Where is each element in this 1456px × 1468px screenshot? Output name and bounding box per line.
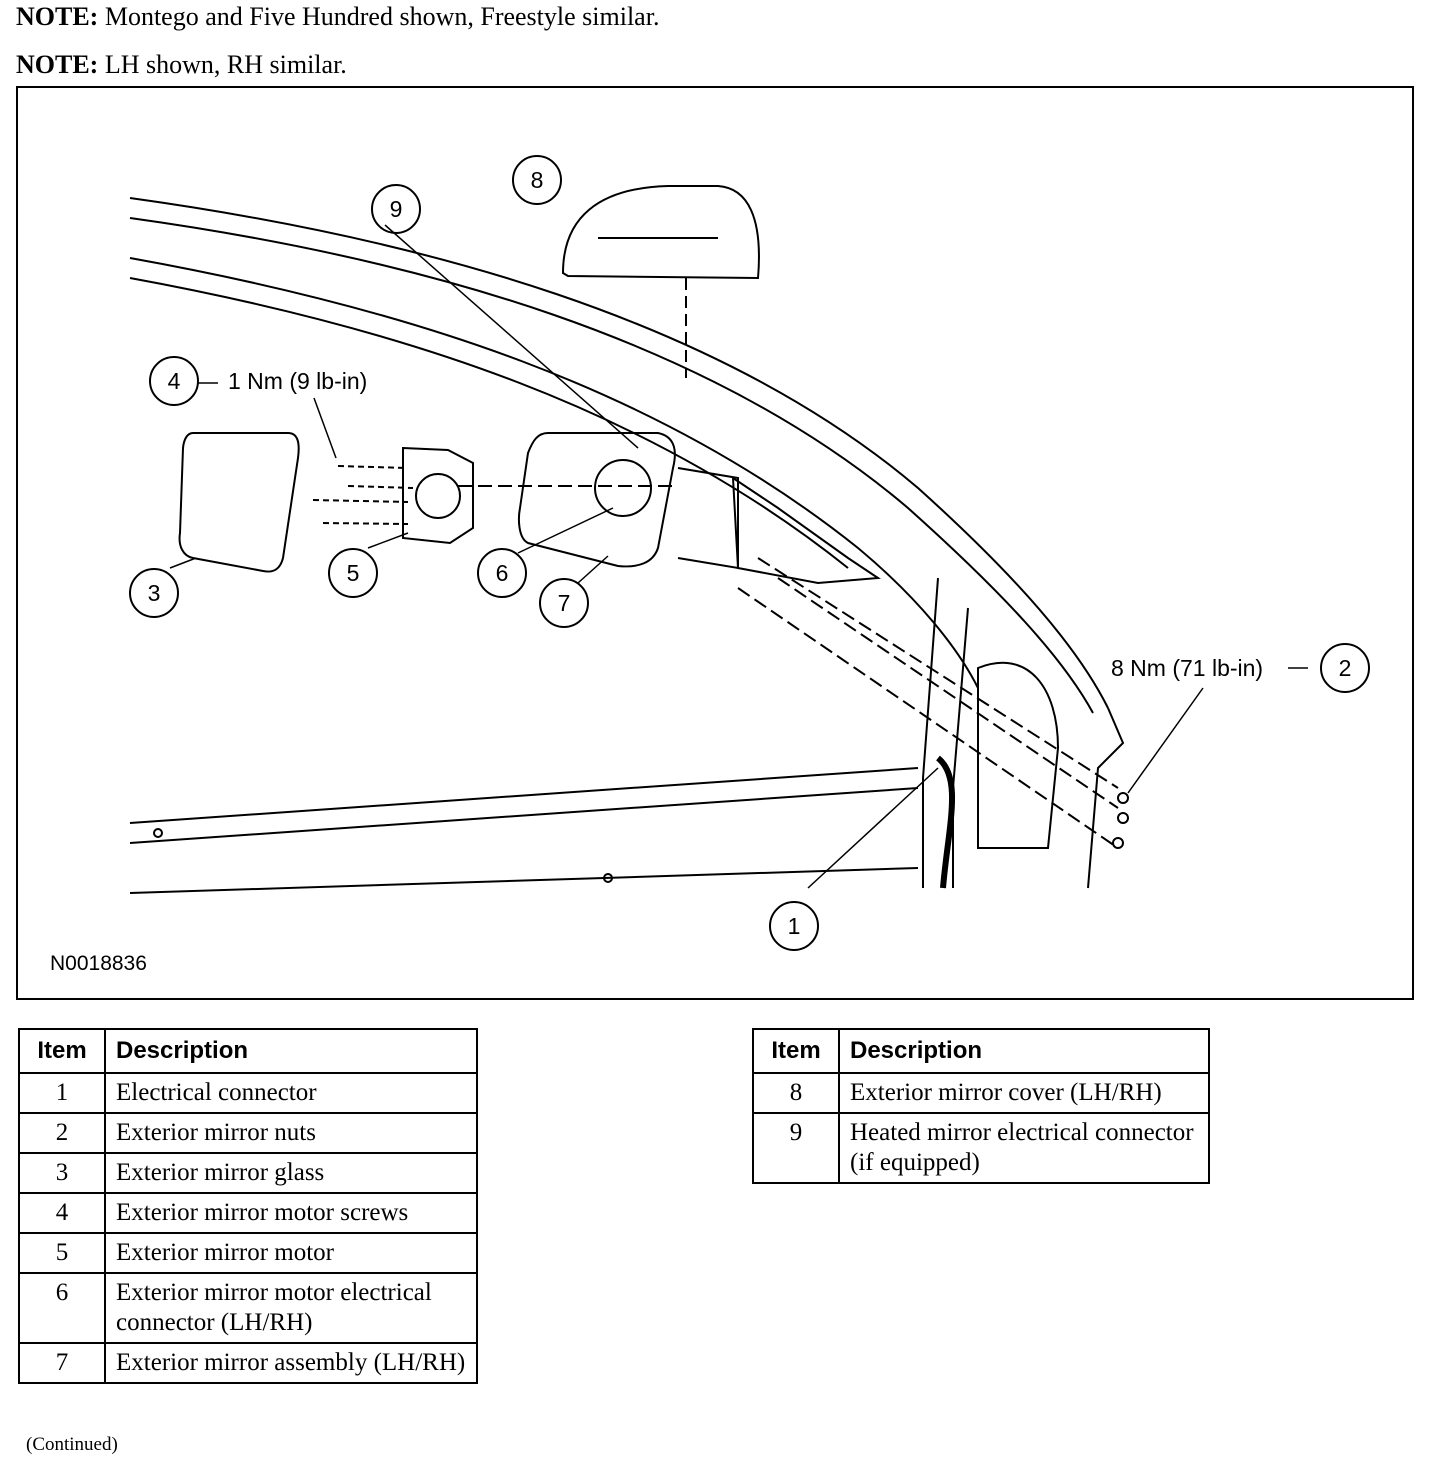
callout-9: 9 (371, 184, 421, 234)
mirror-arm (677, 467, 739, 570)
housing-connector-area (594, 459, 652, 517)
alignment-line-mount-3 (737, 587, 1119, 849)
mirror-cover (561, 185, 760, 280)
callout-8: 8 (512, 155, 562, 205)
door-hole-2 (153, 828, 163, 838)
torque-label-2: 8 Nm (71 lb-in) (1111, 655, 1263, 681)
svg-text:9: 9 (390, 196, 403, 222)
door-belt-line-2 (129, 787, 919, 844)
exploded-diagram: 1 2 3 4 5 6 7 8 9 1 Nm (9 lb-in) 8 Nm (7… (16, 86, 1414, 1000)
continued-note: (Continued) (26, 1434, 118, 1455)
callout-2: 2 (1320, 643, 1370, 693)
leader-1 (807, 767, 939, 889)
door-sail-area (977, 661, 1060, 849)
electrical-harness (935, 755, 955, 889)
svg-text:8: 8 (531, 167, 544, 193)
mirror-sail-bracket (731, 476, 881, 585)
leader-9 (384, 224, 639, 449)
header-description: Description (838, 1028, 1210, 1074)
door-bottom-line (129, 867, 919, 894)
nut-1 (1117, 792, 1129, 804)
nut-2 (1117, 812, 1129, 824)
nut-3 (1112, 837, 1124, 849)
mirror-motor (402, 446, 474, 545)
leader-3 (169, 557, 197, 569)
alignment-line-mount-1 (757, 557, 1119, 789)
torque-label-4: 1 Nm (9 lb-in) (228, 368, 367, 394)
svg-text:6: 6 (496, 560, 509, 586)
callout-4: 4 (149, 356, 199, 406)
roof-rail-lower (129, 257, 979, 689)
header-description: Description (104, 1028, 478, 1074)
door-hole (603, 873, 613, 883)
diagram-drawing: 1 2 3 4 5 6 7 8 9 1 Nm (9 lb-in) 8 Nm (7… (129, 155, 1370, 951)
motor-screws (312, 465, 414, 525)
door-belt-line (129, 767, 919, 824)
svg-text:1: 1 (788, 913, 801, 939)
mirror-glass (178, 432, 300, 573)
mirror-motor-hub (415, 473, 461, 519)
svg-text:4: 4 (168, 368, 181, 394)
leader-6 (517, 507, 614, 554)
roof-rail-lower2 (129, 277, 849, 569)
leader-2-nuts (1127, 687, 1204, 794)
figure-id: N0018836 (50, 952, 147, 975)
note-1: NOTE: Montego and Five Hundred shown, Fr… (16, 2, 660, 31)
svg-text:7: 7 (558, 590, 571, 616)
callout-6: 6 (477, 548, 527, 598)
callout-1: 1 (769, 901, 819, 951)
alignment-line-mount-2 (777, 577, 1119, 809)
leader-5 (367, 532, 409, 549)
svg-text:3: 3 (148, 580, 161, 606)
leader-7 (577, 555, 609, 584)
mirror-housing (518, 432, 676, 568)
header-item: Item (18, 1028, 106, 1074)
header-item: Item (752, 1028, 840, 1074)
roof-rail (129, 197, 1109, 709)
roof-rail-inner (129, 217, 1094, 714)
note-2: NOTE: LH shown, RH similar. (16, 50, 347, 79)
leader-4-screws (313, 397, 337, 459)
svg-text:2: 2 (1339, 655, 1352, 681)
callout-3: 3 (129, 568, 179, 618)
callout-7: 7 (539, 578, 589, 628)
svg-text:5: 5 (347, 560, 360, 586)
door-frame-vertical (922, 577, 939, 888)
pillar-edge (1087, 707, 1125, 889)
callout-5: 5 (328, 548, 378, 598)
